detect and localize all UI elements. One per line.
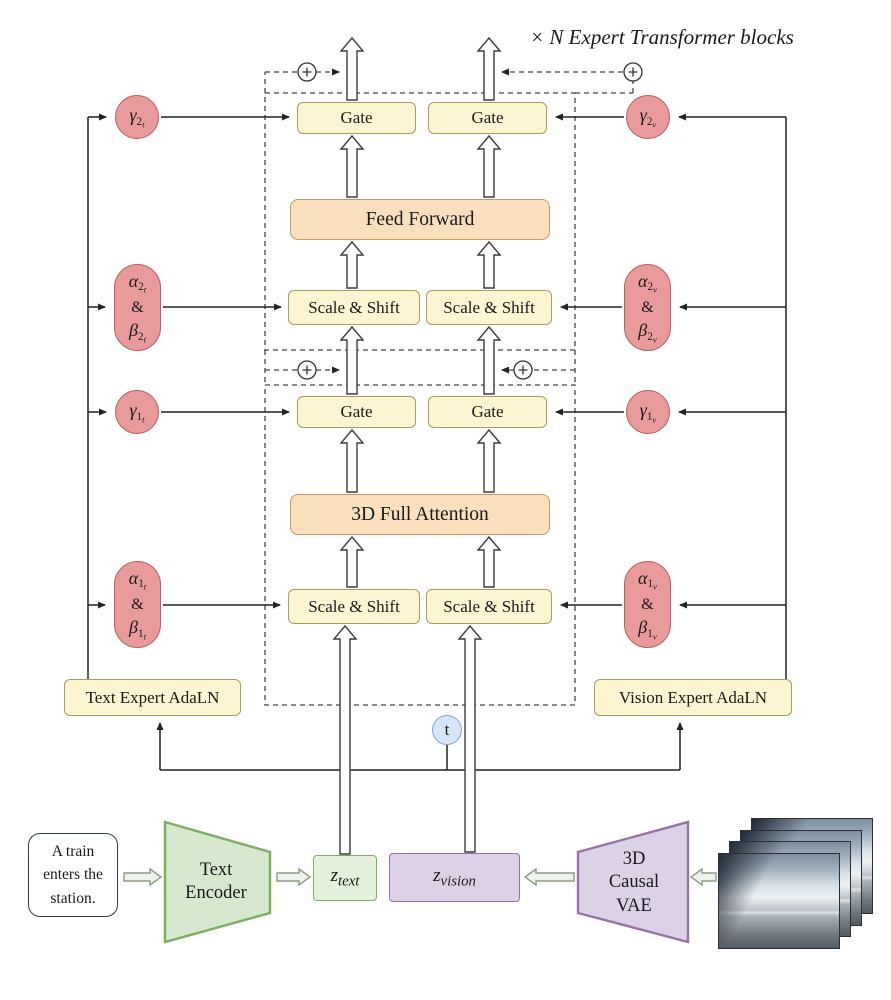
gamma1-text-param: γ1t [115,390,159,434]
flow-arrows [332,36,502,855]
alpha-beta2-text-param: α2t & β2t [114,264,161,351]
residual-paths [264,68,634,385]
text-prompt: A train enters the station. [28,833,118,917]
vae-shape [576,820,690,944]
residual-add-icon [297,62,643,380]
ztext-up-arrow [332,624,358,855]
scale-shift-text-ffn: Scale & Shift [288,290,420,325]
vae-to-zvision-arrow [523,867,575,887]
scale-shift-vision-attn: Scale & Shift [426,589,552,624]
text-expert-adaln: Text Expert AdaLN [64,679,241,716]
timestep-wiring [156,722,684,771]
zvision-latent: zvision [389,853,520,902]
timestep-node: t [432,715,462,745]
gate-text-attn: Gate [297,396,416,428]
text-output-arrow [339,36,365,101]
scale-shift-vision-ffn: Scale & Shift [426,290,552,325]
prompt-to-encoder-arrow [123,867,163,887]
repeat-blocks-note: × N Expert Transformer blocks [530,25,794,49]
frames-to-vae-arrow [689,867,717,887]
alpha-beta2-vision-param: α2v & β2v [624,264,671,351]
vision-modulation-arrows [555,113,624,609]
pipeline-arrows [123,867,717,887]
vision-output-arrow [476,36,502,101]
alpha-beta1-vision-param: α1v & β1v [624,561,671,648]
gamma2-text-param: γ2t [115,95,159,139]
full-attention-block: 3D Full Attention [290,494,550,535]
video-frame [718,853,840,949]
gamma1-vision-param: γ1v [626,390,670,434]
attention-block-boundary [264,384,576,706]
encoder-to-ztext-arrow [276,867,312,887]
vision-expert-adaln: Vision Expert AdaLN [594,679,792,716]
gate-vision-ffn: Gate [428,102,547,134]
text-modulation-arrows [161,113,290,609]
ztext-latent: ztext [313,855,377,901]
ffn-block-boundary [264,92,576,351]
feed-forward-block: Feed Forward [290,199,550,240]
text-adaln-riser [87,113,107,679]
vae-label: 3D Causal VAE [608,849,660,916]
zvision-up-arrow [457,624,483,853]
gate-vision-attn: Gate [428,396,547,428]
alpha-beta1-text-param: α1t & β1t [114,561,161,648]
vision-adaln-riser [678,113,787,679]
text-encoder-label: Text Encoder [185,859,247,903]
gamma2-vision-param: γ2v [626,95,670,139]
gate-text-ffn: Gate [297,102,416,134]
scale-shift-text-attn: Scale & Shift [288,589,420,624]
text-encoder-shape [163,820,272,944]
